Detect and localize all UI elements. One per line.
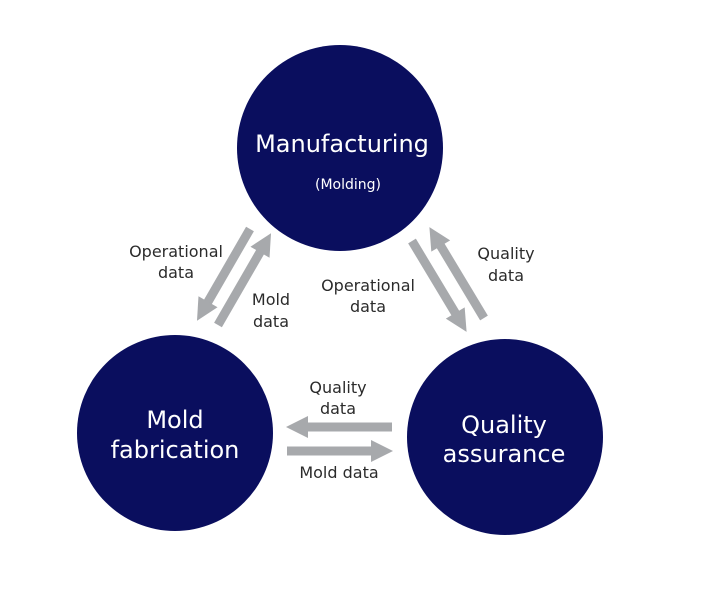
mold-fabrication-node <box>77 335 273 531</box>
label-quality-to-manufacturing-line2: data <box>488 266 524 285</box>
arrow-mold-to-qa <box>287 440 393 462</box>
manufacturing-title: Manufacturing <box>255 130 429 158</box>
quality-assurance-title-line2: assurance <box>443 440 566 468</box>
label-operational-to-qa-line1: Operational <box>321 276 415 295</box>
mold-fabrication-title-line1: Mold <box>146 406 203 434</box>
label-operational-to-mold-line1: Operational <box>129 242 223 261</box>
label-mold-to-manufacturing-line1: Mold <box>252 290 290 309</box>
label-quality-to-mold-line2: data <box>320 399 356 418</box>
manufacturing-subtitle: (Molding) <box>315 177 381 193</box>
arrow-quality-to-mold <box>286 416 392 438</box>
label-quality-to-manufacturing-line1: Quality <box>477 244 534 263</box>
label-mold-to-manufacturing-line2: data <box>253 312 289 331</box>
quality-assurance-node <box>407 339 603 535</box>
mold-fabrication-title-line2: fabrication <box>111 436 240 464</box>
quality-assurance-title-line1: Quality <box>461 411 547 439</box>
label-operational-to-mold-line2: data <box>158 263 194 282</box>
label-mold-to-qa: Mold data <box>299 463 378 482</box>
manufacturing-node <box>237 45 443 251</box>
label-operational-to-qa-line2: data <box>350 297 386 316</box>
label-quality-to-mold-line1: Quality <box>309 378 366 397</box>
